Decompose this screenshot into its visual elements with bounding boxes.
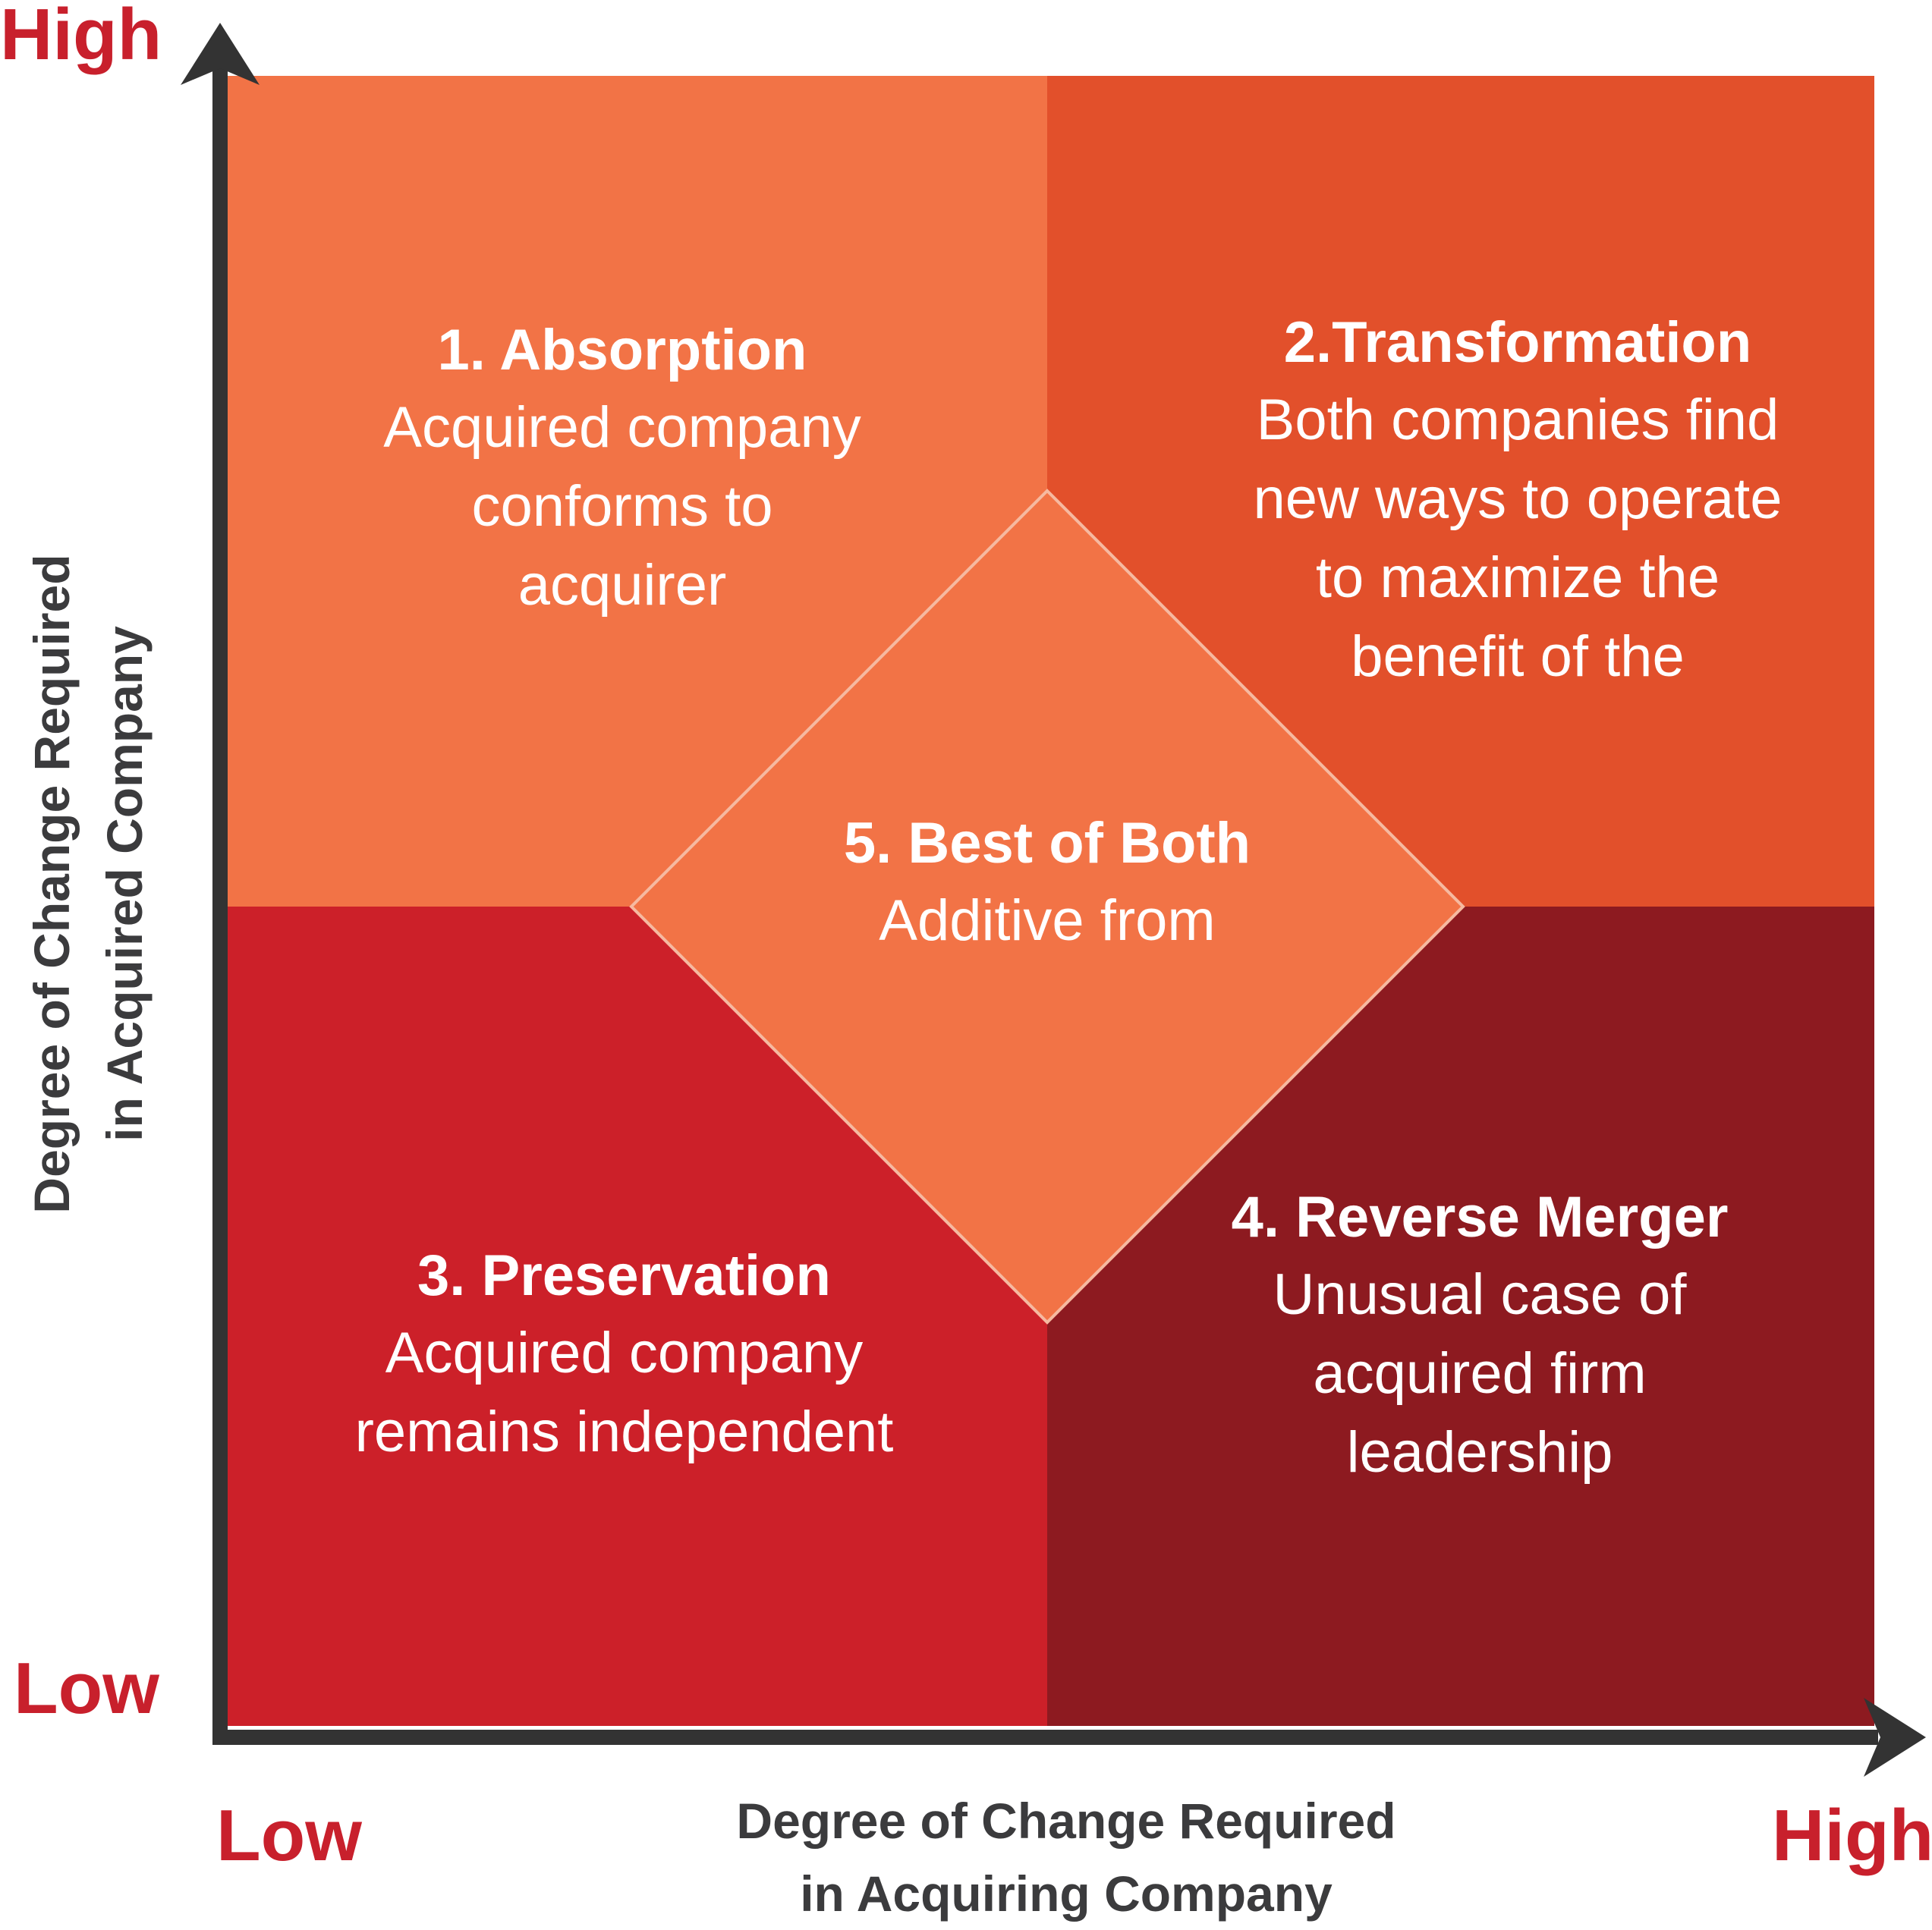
transformation-title: 2.Transformation [1283,310,1752,375]
y-axis-arrowhead [181,23,260,85]
reverse-merger-title: 4. Reverse Merger [1231,1185,1729,1249]
best-of-both-line-1: Additive from [879,888,1216,953]
best-of-both-title: 5. Best of Both [843,811,1251,875]
y-axis-low-label: Low [14,1648,159,1729]
absorption-line-2: conforms to [471,474,773,539]
reverse-merger-line-3: leadership [1346,1420,1613,1485]
transformation-line-2: new ways to operate [1253,467,1783,531]
absorption-line-3: acquirer [518,553,727,618]
transformation-line-1: Both companies find [1256,388,1779,452]
best-of-both-text: 5. Best of Both Additive from [782,806,1313,960]
preservation-line-1: Acquired company [385,1321,864,1385]
y-axis-title-line-2: in Acquired Company [96,626,153,1142]
absorption-line-1: Acquired company [383,395,861,460]
x-axis-high-label: High [1772,1795,1932,1876]
best-of-both-diamond [629,489,1465,1325]
x-axis-title-line-2: in Acquiring Company [800,1866,1333,1922]
reverse-merger-line-2: acquired firm [1313,1341,1647,1406]
transformation-line-3: to maximize the [1315,545,1720,610]
x-axis-title: Degree of Change Required in Acquiring C… [630,1784,1502,1930]
reverse-merger-text: 4. Reverse Merger Unusual case of acquir… [1100,1180,1859,1492]
absorption-title: 1. Absorption [437,318,807,382]
preservation-text: 3. Preservation Acquired company remains… [220,1238,1028,1472]
x-axis-title-line-1: Degree of Change Required [736,1793,1396,1849]
y-axis-title-line-1: Degree of Change Required [24,554,80,1214]
y-axis-high-label: High [0,0,162,75]
preservation-line-2: remains independent [354,1400,894,1464]
reverse-merger-line-1: Unusual case of [1273,1262,1687,1327]
absorption-text: 1. Absorption Acquired company conforms … [220,313,1024,625]
x-axis-arrowhead [1864,1698,1926,1777]
x-axis-low-label: Low [216,1795,362,1876]
transformation-text: 2.Transformation Both companies find new… [1138,305,1897,696]
preservation-title: 3. Preservation [417,1243,831,1308]
transformation-line-4: benefit of the [1351,624,1685,689]
